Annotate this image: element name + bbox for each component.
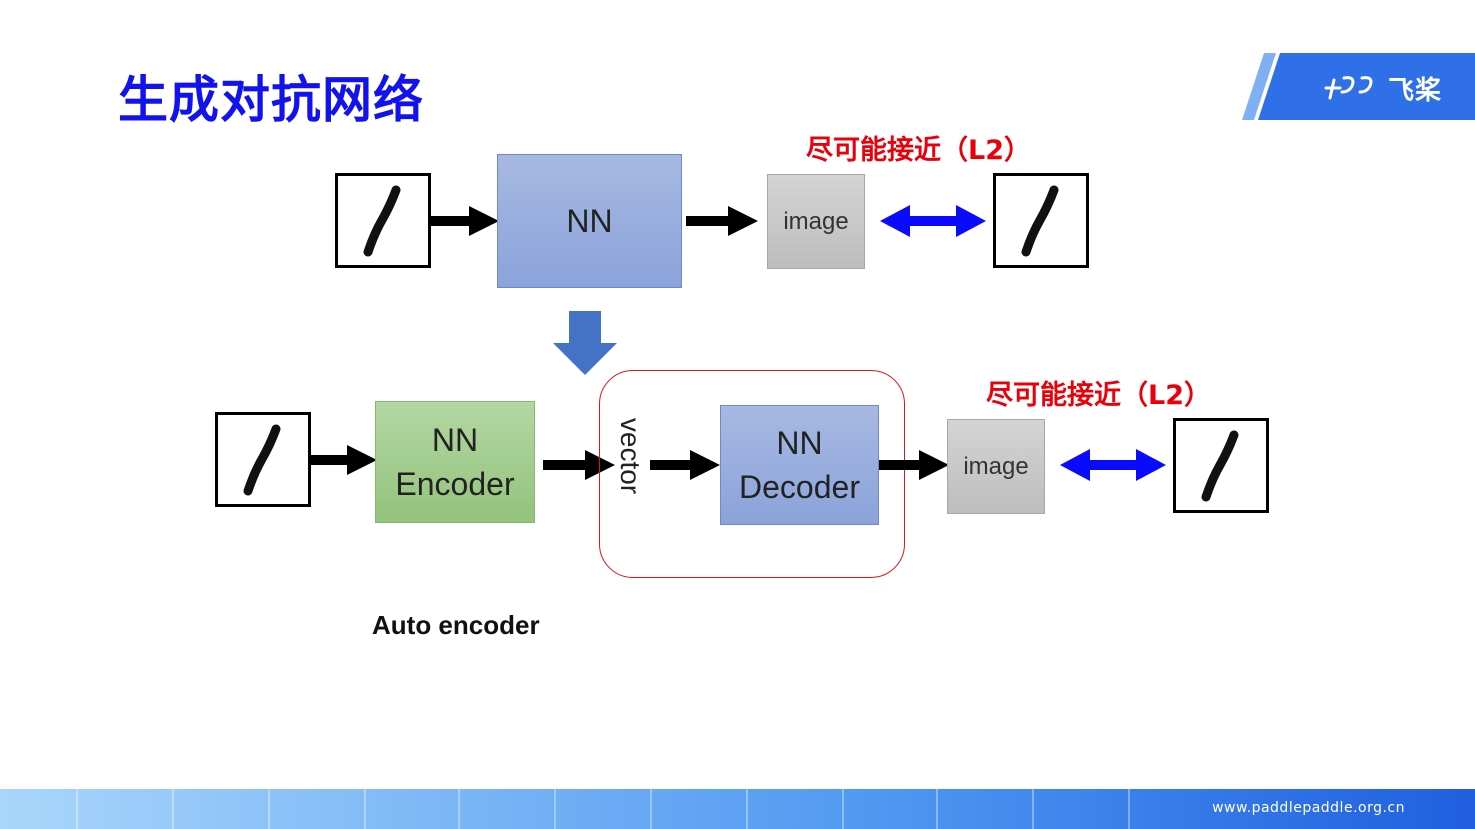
- double-arrow-icon: [1060, 449, 1166, 481]
- compare-label-bottom: 尽可能接近（L2）: [986, 380, 1211, 411]
- footer-band: [0, 789, 1475, 829]
- double-arrow-icon: [880, 205, 986, 237]
- nn-box: NN: [497, 154, 682, 288]
- arrow-right-icon: [879, 450, 949, 480]
- page-title: 生成对抗网络: [118, 71, 424, 129]
- decoder-label-line2: Decoder: [739, 469, 860, 505]
- encoder-box: NN Encoder: [375, 401, 535, 523]
- logo-band: [1242, 53, 1475, 120]
- arrow-right-icon: [311, 445, 377, 475]
- auto-encoder-caption: Auto encoder: [372, 610, 540, 640]
- digit-one-icon: [1021, 185, 1059, 257]
- digit-one-icon: [1201, 430, 1239, 502]
- footer-url: www.paddlepaddle.org.cn: [1212, 800, 1405, 816]
- compare-label-top: 尽可能接近（L2）: [806, 135, 1031, 166]
- output-image-box-top: image: [767, 174, 865, 269]
- arrow-right-icon: [543, 450, 615, 480]
- digit-image-input-top: [335, 173, 431, 268]
- digit-image-target-bottom: [1173, 418, 1269, 513]
- digit-one-icon: [363, 185, 401, 257]
- decoder-box: NN Decoder: [720, 405, 879, 525]
- output-image-box-bottom: image: [947, 419, 1045, 514]
- digit-image-input-bottom: [215, 412, 311, 507]
- arrow-right-icon: [431, 206, 499, 236]
- digit-one-icon: [243, 424, 281, 496]
- encoder-label-line2: Encoder: [395, 466, 515, 502]
- encoder-label-line1: NN: [431, 422, 479, 458]
- digit-image-target-top: [993, 173, 1089, 268]
- arrow-right-icon: [650, 450, 720, 480]
- decoder-highlight-frame: [599, 370, 905, 578]
- paddle-logo-icon: [1324, 76, 1373, 100]
- arrow-right-icon: [686, 206, 758, 236]
- vector-label: vector: [615, 417, 646, 495]
- logo-text: 飞桨: [1388, 76, 1443, 106]
- down-arrow-icon: [553, 311, 617, 375]
- decoder-label-line1: NN: [776, 425, 823, 461]
